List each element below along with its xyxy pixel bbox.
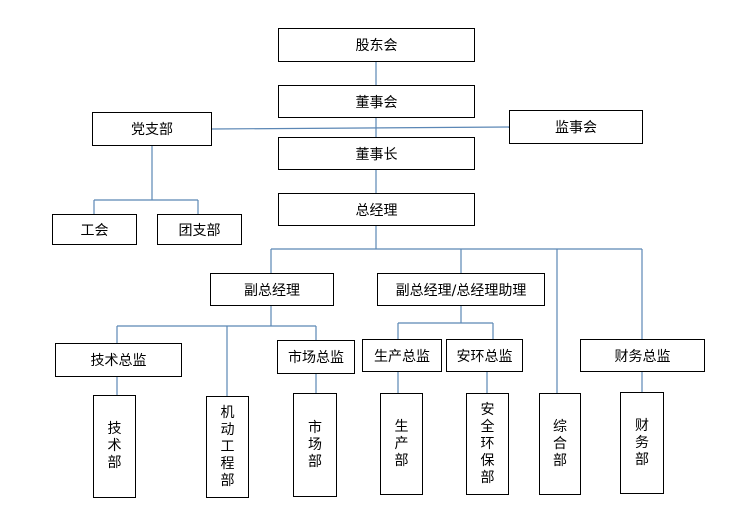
node-supervisors: 监事会 bbox=[509, 110, 643, 144]
node-market-dept: 市场部 bbox=[293, 393, 337, 497]
node-general-dept: 综合部 bbox=[539, 393, 581, 495]
node-mech-dept-label: 机动工程部 bbox=[220, 404, 235, 489]
node-finance-dept-label: 财务部 bbox=[635, 417, 649, 468]
node-union: 工会 bbox=[52, 214, 137, 245]
node-prod-director: 生产总监 bbox=[362, 339, 442, 372]
node-tech-director: 技术总监 bbox=[55, 343, 182, 377]
node-prod-dept-label: 生产部 bbox=[394, 418, 409, 469]
node-vgm1: 副总经理 bbox=[210, 273, 334, 306]
node-finance-director: 财务总监 bbox=[580, 339, 705, 372]
node-prod-dept: 生产部 bbox=[380, 393, 423, 495]
node-tech-dept: 技术部 bbox=[93, 395, 136, 498]
node-safety-director: 安环总监 bbox=[446, 339, 523, 372]
connector-party-supervisors bbox=[211, 126, 510, 130]
node-party: 党支部 bbox=[92, 112, 212, 146]
node-safety-dept-label: 安全环保部 bbox=[480, 401, 495, 486]
node-market-dept-label: 市场部 bbox=[308, 419, 322, 470]
node-tech-dept-label: 技术部 bbox=[107, 421, 122, 471]
node-finance-dept: 财务部 bbox=[620, 392, 664, 494]
node-gm: 总经理 bbox=[278, 193, 475, 226]
node-vgm2: 副总经理/总经理助理 bbox=[377, 273, 545, 306]
node-chairman: 董事长 bbox=[278, 137, 475, 170]
node-safety-dept: 安全环保部 bbox=[466, 393, 509, 495]
node-mech-dept: 机动工程部 bbox=[206, 396, 249, 498]
node-general-dept-label: 综合部 bbox=[553, 418, 567, 469]
node-market-director: 市场总监 bbox=[277, 340, 355, 374]
node-board: 董事会 bbox=[278, 85, 475, 118]
node-youth: 团支部 bbox=[157, 214, 242, 245]
node-shareholders: 股东会 bbox=[278, 28, 475, 62]
